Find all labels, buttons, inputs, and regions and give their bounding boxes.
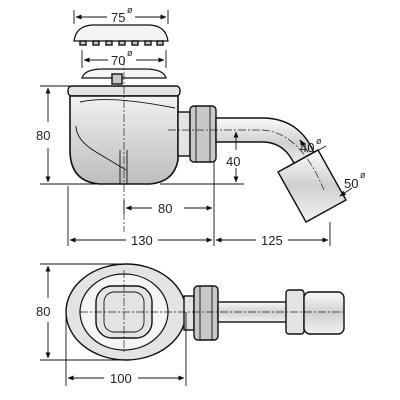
dim-height-40-value: 40 bbox=[226, 154, 240, 169]
dim-outlet-outer-value: 50 bbox=[344, 176, 358, 191]
dim-offset-80: 80 bbox=[123, 162, 215, 216]
dim-length-125-value: 125 bbox=[261, 233, 283, 248]
dim-cap-diameter-value: 75 bbox=[111, 10, 125, 25]
nut-connector-side bbox=[177, 105, 217, 163]
dim-height-plan: 80 bbox=[36, 263, 126, 361]
dim-outlet-inner-symbol: ø bbox=[316, 136, 322, 146]
cap-part bbox=[73, 24, 169, 46]
dim-cap-diameter: 75 ø bbox=[73, 5, 169, 25]
dim-offset-80-value: 80 bbox=[158, 201, 172, 216]
dim-grate-diameter-symbol: ø bbox=[127, 48, 133, 58]
dim-width-100-value: 100 bbox=[110, 371, 132, 386]
nut-connector-plan bbox=[183, 285, 219, 341]
cap-teeth bbox=[79, 40, 164, 46]
dim-length-130-value: 130 bbox=[131, 233, 153, 248]
dim-height-side-value: 80 bbox=[36, 128, 50, 143]
dim-height-plan-value: 80 bbox=[36, 304, 50, 319]
dim-outlet-inner: 40 ø bbox=[299, 136, 322, 155]
dim-height-side: 80 bbox=[36, 85, 100, 185]
dim-length-125: 125 bbox=[215, 222, 331, 248]
dim-grate-diameter: 70 ø bbox=[81, 48, 167, 68]
dim-width-100: 100 bbox=[65, 312, 187, 386]
dim-outlet-outer: 50 ø bbox=[339, 170, 366, 197]
dim-grate-diameter-value: 70 bbox=[111, 53, 125, 68]
dim-outlet-inner-value: 40 bbox=[300, 140, 314, 155]
outlet-pipe-side bbox=[215, 117, 347, 223]
dim-outlet-outer-symbol: ø bbox=[360, 170, 366, 180]
dim-length-130: 130 bbox=[67, 186, 215, 248]
centerline-elbow-side bbox=[261, 129, 325, 191]
dim-cap-diameter-symbol: ø bbox=[127, 5, 133, 15]
dim-height-40: 40 bbox=[160, 131, 244, 185]
